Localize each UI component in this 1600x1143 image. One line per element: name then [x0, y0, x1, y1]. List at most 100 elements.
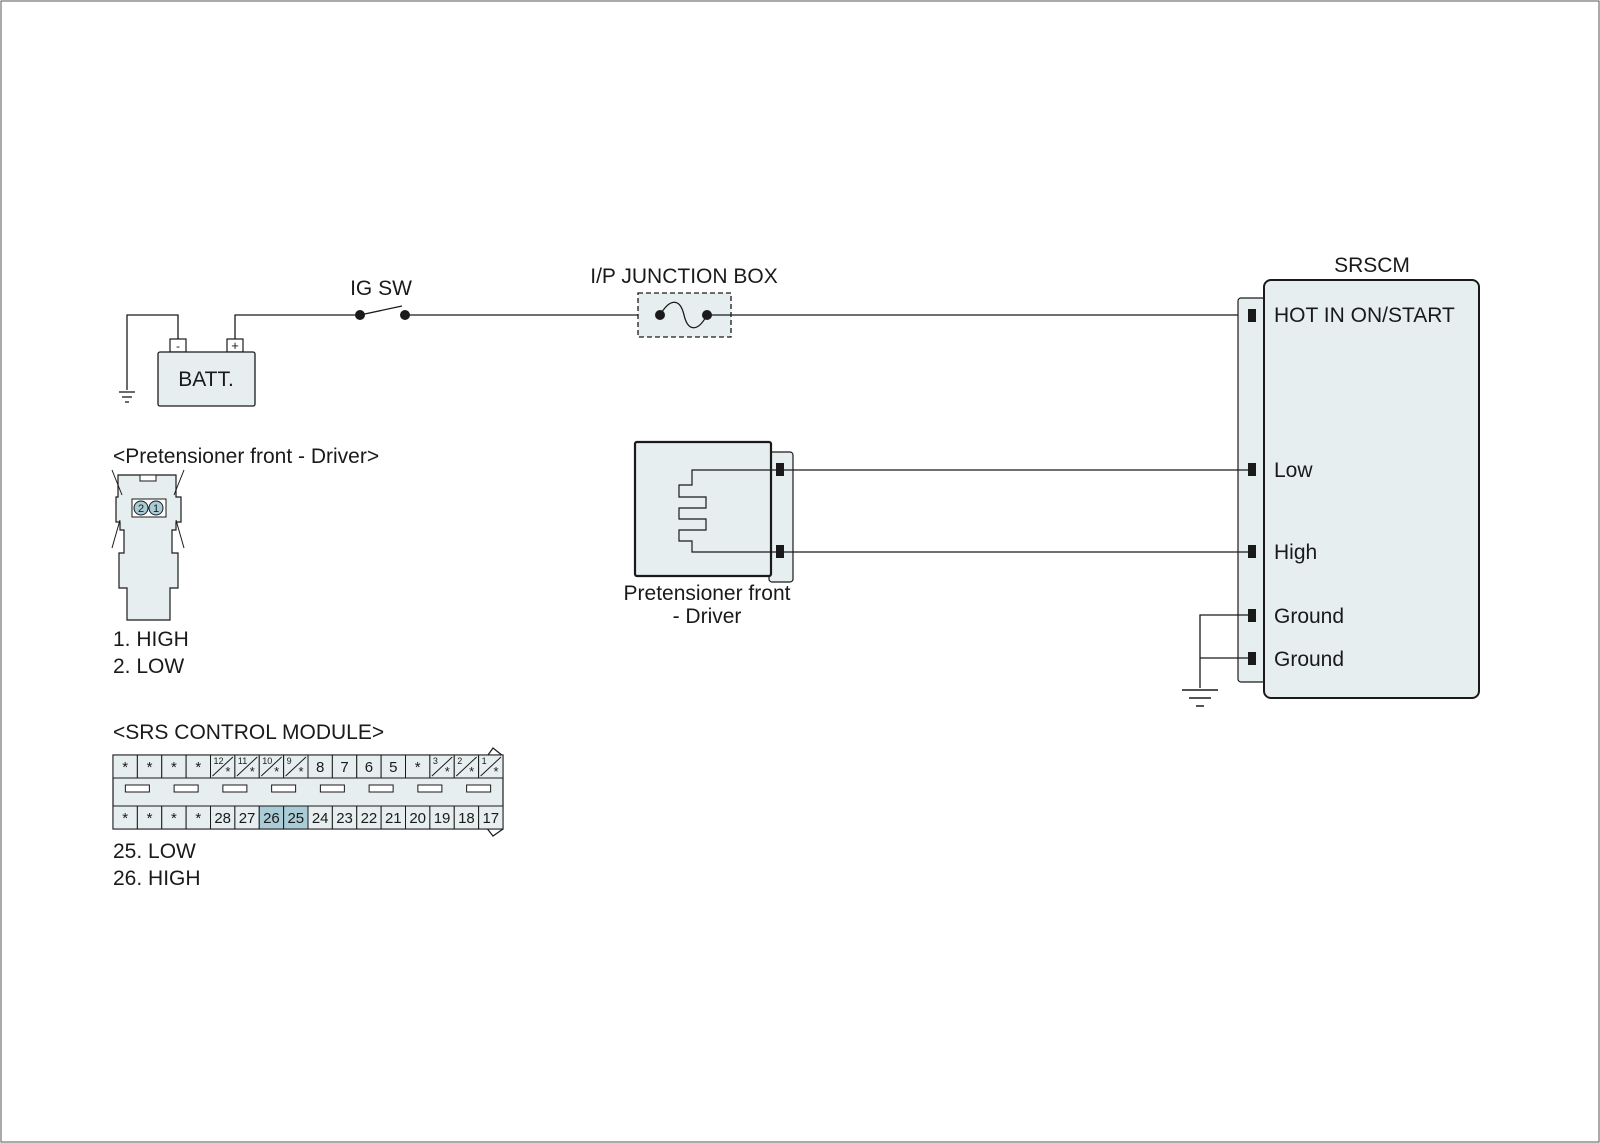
srs-bottom-pin-cell: 25 — [283, 805, 309, 830]
srs-top-pin-cell: 6 — [356, 754, 382, 779]
srs-top-pin-cell: 10* — [258, 754, 285, 779]
srs-top-pin-label: * — [147, 759, 153, 776]
srs-top-pin-label: * — [171, 759, 177, 776]
ground-wire-1 — [1199, 614, 1248, 688]
srs-top-pin-cell: * — [185, 754, 211, 779]
srs-top-pin-cell: 2* — [453, 754, 480, 779]
srs-top-pin-small-number: 10 — [262, 756, 272, 766]
srs-top-pin-label: * — [298, 764, 303, 779]
battery-ground-wire — [126, 314, 179, 390]
srs-top-pin-small-number: 9 — [287, 756, 292, 766]
srscm-pin-ground1 — [1248, 609, 1256, 622]
srs-top-pin-slash — [455, 756, 477, 777]
srs-top-pin-label: * — [493, 764, 498, 779]
srs-legend-1: 25. LOW — [113, 840, 196, 863]
srs-bottom-pin-cell: 22 — [356, 805, 382, 830]
srs-top-pin-label: 8 — [316, 759, 324, 776]
srs-top-pin-cell: * — [161, 754, 187, 779]
srs-bottom-pin-cell: * — [161, 805, 187, 830]
srs-top-pin-cell: 1* — [478, 754, 504, 779]
srs-top-pin-label: * — [225, 764, 230, 779]
srs-top-pin-cell: 9* — [283, 754, 309, 779]
srs-top-pin-small-number: 11 — [238, 756, 247, 766]
srs-bottom-pin-label: 20 — [409, 810, 426, 827]
pretensioner-element-icon — [678, 469, 784, 553]
srscm-body — [1263, 279, 1480, 699]
srscm-pin-low — [1248, 463, 1256, 476]
srs-bottom-pin-cell: 27 — [234, 805, 260, 830]
srscm-pin-ground2-label: Ground — [1274, 648, 1344, 671]
srs-top-pin-cell: 7 — [331, 754, 358, 779]
pretensioner-connector-view: <Pretensioner front - Driver> 2 1 1. HIG… — [111, 445, 379, 678]
srs-connector-slot — [271, 784, 297, 793]
srs-top-pin-slash — [480, 756, 502, 777]
ig-switch-label: IG SW — [350, 277, 412, 300]
srs-bottom-pin-cell: 26 — [258, 805, 285, 830]
srs-bottom-pin-label: 27 — [239, 810, 256, 827]
srs-top-pin-label: * — [250, 764, 255, 779]
srscm-pin-high — [1248, 545, 1256, 558]
srs-top-pin-small-number: 2 — [457, 756, 462, 766]
srs-top-pin-label: 7 — [340, 759, 348, 776]
srs-bottom-pin-cell: 23 — [331, 805, 358, 830]
srs-bottom-pin-label: 22 — [361, 810, 378, 827]
srs-bottom-pin-cell: 24 — [307, 805, 333, 830]
srs-bottom-pin-label: 17 — [482, 810, 499, 827]
srs-top-pin-label: * — [122, 759, 128, 776]
srs-bottom-pin-label: * — [195, 810, 201, 827]
pretensioner-pin1-label: 1 — [153, 503, 159, 515]
battery: - + BATT. — [119, 314, 256, 407]
srs-top-pin-label: * — [445, 764, 450, 779]
srs-top-pin-slash — [431, 756, 453, 777]
srs-bottom-pin-label: 24 — [312, 810, 329, 827]
srs-bottom-pin-cell: 20 — [405, 805, 431, 830]
power-wire-batt-to-switch — [234, 314, 360, 339]
pretensioner-label-line1: Pretensioner front — [624, 582, 791, 605]
pretensioner-plug-rib-left — [111, 469, 123, 496]
srs-top-pin-label: 5 — [389, 759, 397, 776]
srs-legend-2: 26. HIGH — [113, 867, 201, 890]
srs-connector-slot — [466, 784, 492, 793]
srscm-pin-ground2 — [1248, 652, 1256, 665]
srs-top-pin-slash — [260, 756, 282, 777]
srs-connector-slot — [368, 784, 394, 793]
srs-bottom-pin-cell: 17 — [478, 805, 504, 830]
battery-body — [157, 351, 256, 407]
srs-bottom-pin-cell: * — [136, 805, 163, 830]
ig-switch-blade — [359, 305, 403, 316]
pretensioner-plug-latch — [139, 474, 157, 482]
srs-top-pin-label: * — [415, 759, 421, 776]
battery-ground-symbol — [119, 391, 135, 403]
srs-connector-title: <SRS CONTROL MODULE> — [113, 721, 384, 744]
pretensioner-legend-2: 2. LOW — [113, 655, 184, 678]
srs-bottom-pin-box — [478, 805, 504, 830]
srs-bottom-pin-label: 23 — [336, 810, 353, 827]
srs-bottom-pin-label: * — [171, 810, 177, 827]
pretensioner-legend-1: 1. HIGH — [113, 628, 189, 651]
pretensioner-pin-low — [776, 463, 784, 476]
srs-top-pin-cell: 12* — [210, 754, 236, 779]
srs-top-pin-label: 6 — [365, 759, 373, 776]
srs-connector-slot — [319, 784, 345, 793]
srs-bottom-pin-cell: * — [112, 805, 138, 830]
srs-connector-slot-row — [124, 784, 492, 793]
srs-connector-slot — [124, 784, 150, 793]
srs-bottom-pin-label: 21 — [385, 810, 402, 827]
srs-bottom-pin-cell: 18 — [453, 805, 480, 830]
fuse-icon — [659, 301, 708, 329]
pretensioner-label-line2: - Driver — [673, 605, 742, 628]
srs-connector-slot — [173, 784, 199, 793]
junction-box-label: I/P JUNCTION BOX — [590, 265, 777, 288]
srs-bottom-pin-cell: * — [185, 805, 211, 830]
pretensioner-body — [633, 440, 773, 578]
srs-top-pin-cell: 5 — [380, 754, 406, 779]
srs-top-pin-cell: * — [405, 754, 431, 779]
srs-top-pin-small-number: 3 — [433, 756, 438, 766]
pretensioner-pin2-circle — [133, 500, 149, 516]
srs-bottom-pin-label: 28 — [214, 810, 231, 827]
srs-bottom-pin-label: 26 — [263, 810, 280, 827]
